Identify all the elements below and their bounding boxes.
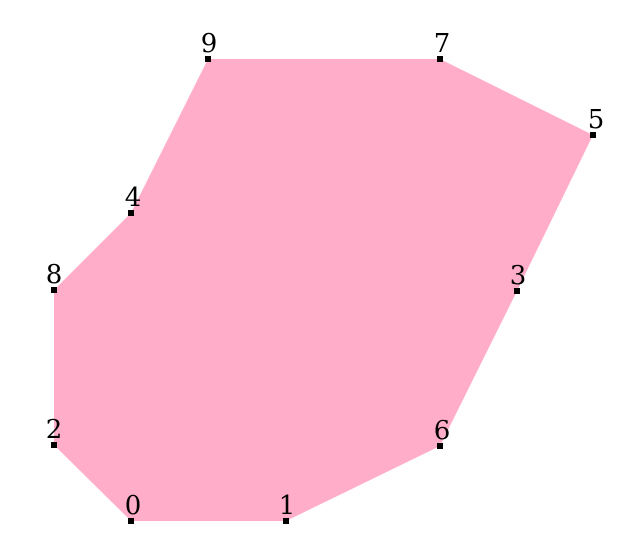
vertex-dot-7: [437, 56, 443, 62]
vertex-label-4: 4: [125, 183, 142, 213]
vertex-label-1: 1: [279, 491, 296, 521]
vertex-label-9: 9: [201, 29, 218, 59]
vertex-label-6: 6: [434, 416, 451, 446]
vertex-label-3: 3: [510, 261, 527, 291]
vertex-label-7: 7: [434, 29, 451, 59]
vertex-dot-5: [590, 132, 596, 138]
hull-polygon: [54, 59, 593, 521]
vertex-dot-1: [283, 518, 289, 524]
vertex-dot-2: [51, 442, 57, 448]
vertex-dot-0: [128, 518, 134, 524]
vertex-dot-8: [51, 287, 57, 293]
vertex-label-2: 2: [46, 415, 63, 445]
vertex-label-0: 0: [125, 491, 142, 521]
vertex-layer: 0 1 2 3 4 5 6 7 8 9: [46, 29, 605, 524]
vertex-label-5: 5: [588, 105, 605, 135]
vertex-dot-4: [128, 210, 134, 216]
vertex-label-8: 8: [46, 260, 63, 290]
vertex-dot-3: [514, 288, 520, 294]
vertex-dot-9: [205, 56, 211, 62]
vertex-dot-6: [437, 443, 443, 449]
